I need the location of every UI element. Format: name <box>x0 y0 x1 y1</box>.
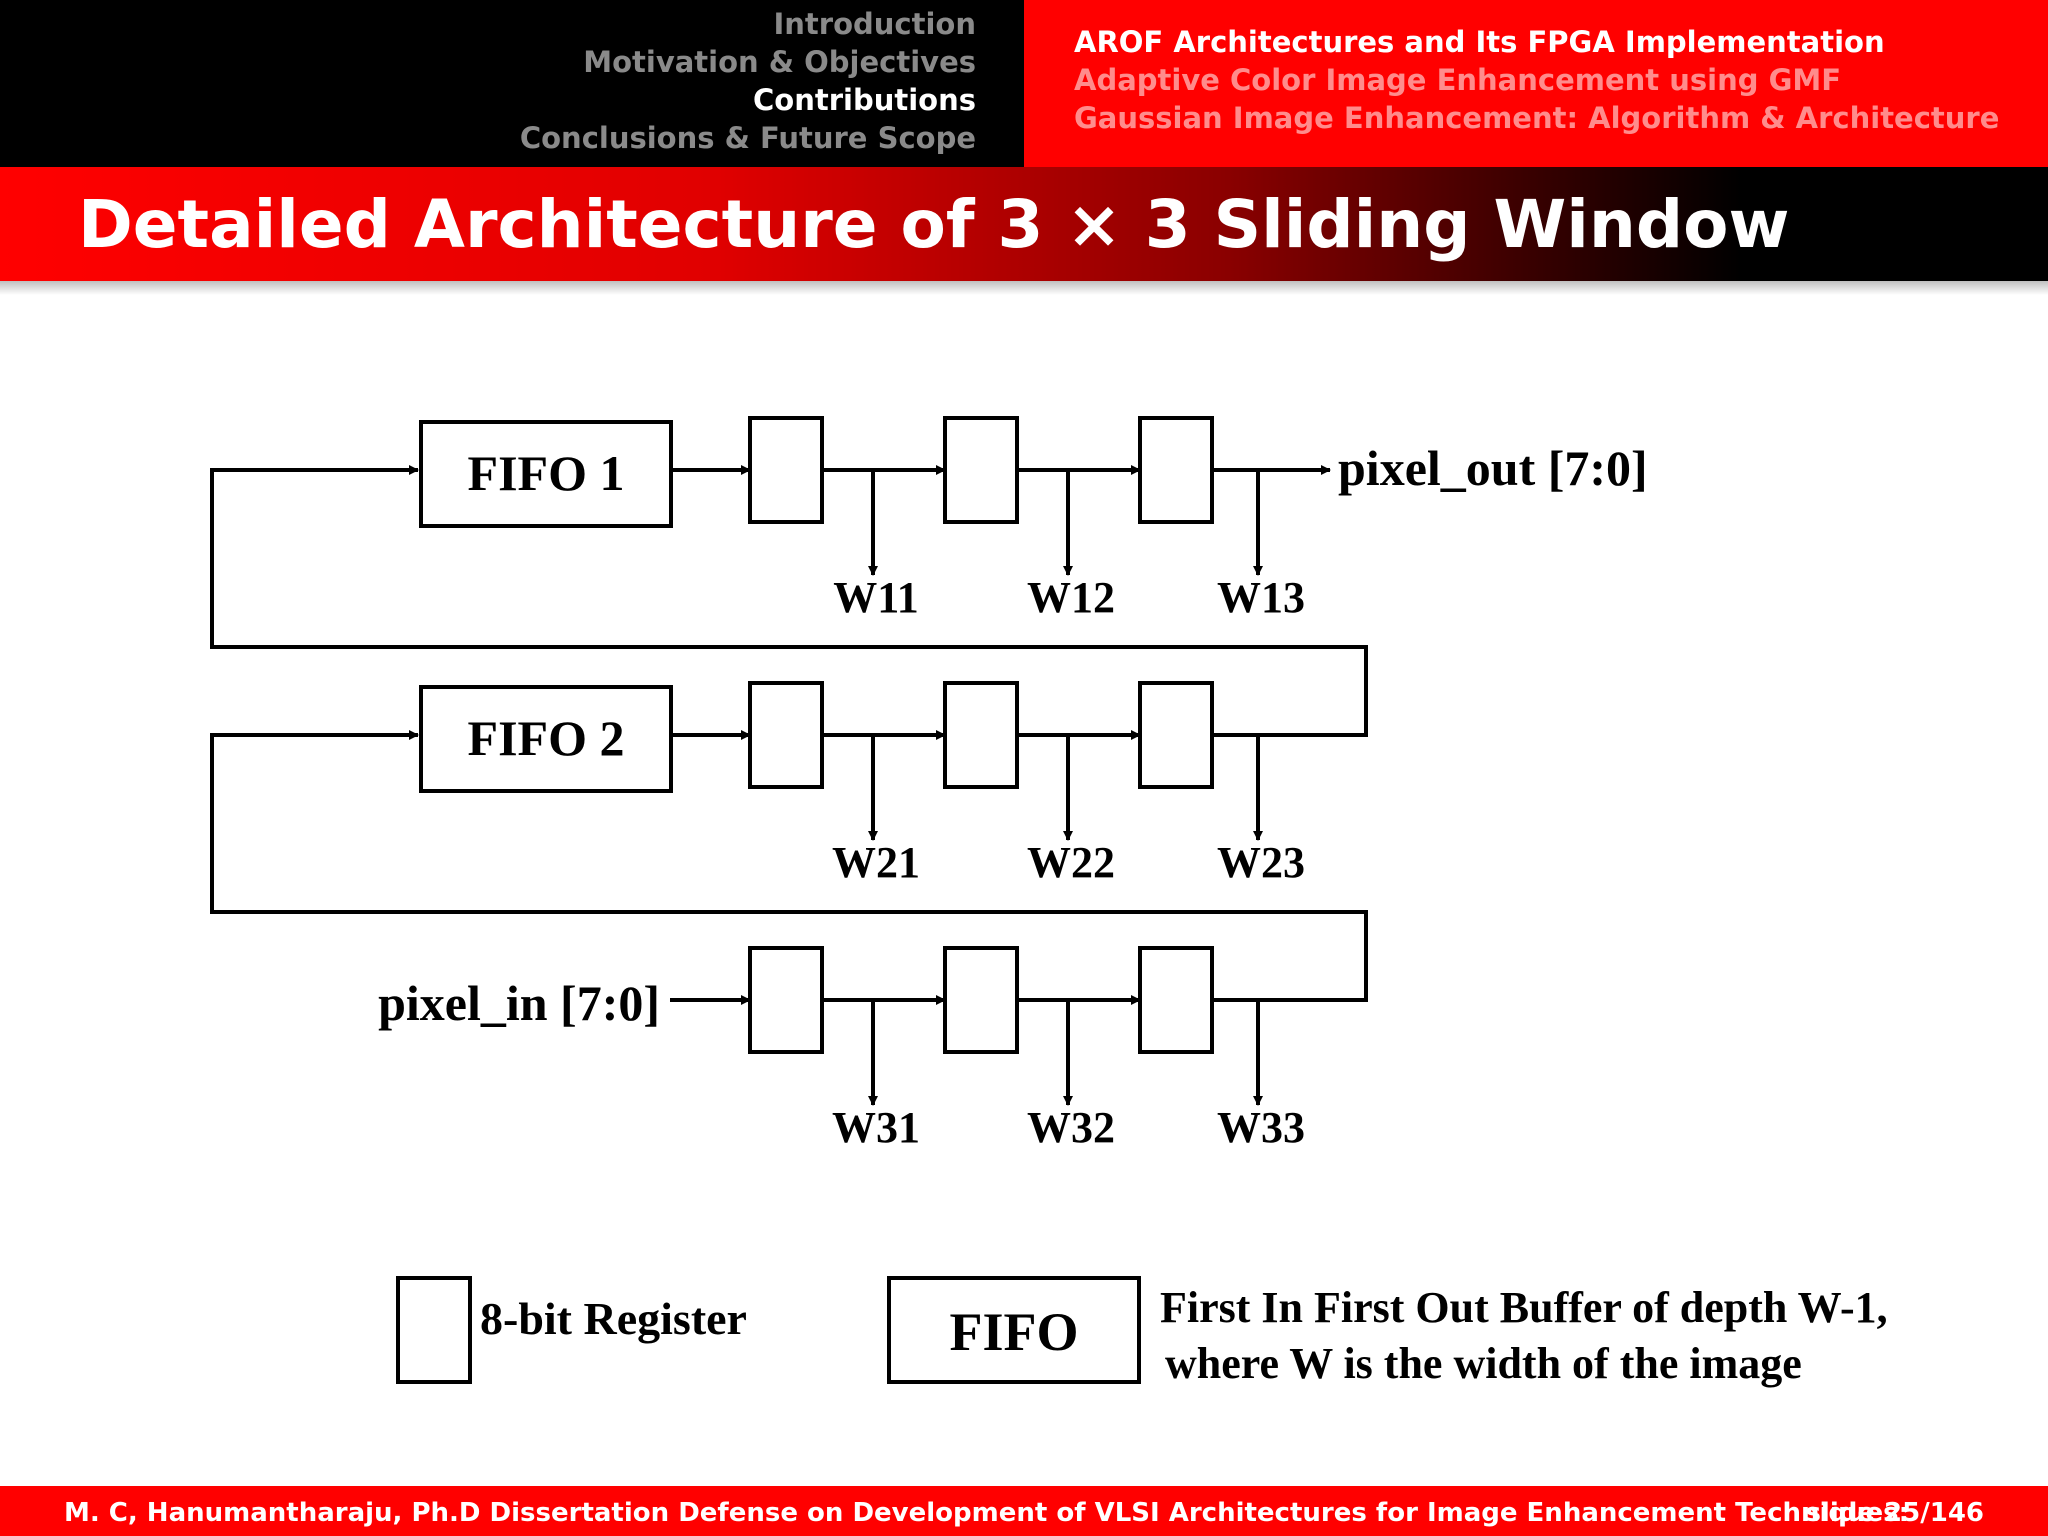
title-shadow <box>0 281 2048 295</box>
fifo-1 <box>419 420 673 528</box>
legend-register-box <box>396 1276 472 1384</box>
register-r1c2 <box>943 416 1019 524</box>
tap-label-w23: W23 <box>1217 838 1305 887</box>
nav-section-motivation[interactable]: Motivation & Objectives <box>583 45 976 79</box>
header-bar: Introduction Motivation & Objectives Con… <box>0 0 2048 167</box>
register-r3c2 <box>943 946 1019 1054</box>
footer-text: M. C, Hanumantharaju, Ph.D Dissertation … <box>64 1498 1910 1528</box>
legend-fifo-box <box>887 1276 1141 1384</box>
tap-label-w13: W13 <box>1217 573 1305 622</box>
pixel-out-label: pixel_out [7:0] <box>1338 440 1648 496</box>
legend-fifo-desc-1: First In First Out Buffer of depth W-1, <box>1160 1283 1888 1332</box>
legend-register-label: 8-bit Register <box>480 1293 747 1344</box>
pixel-in-label: pixel_in [7:0] <box>378 975 660 1031</box>
register-r1c1 <box>748 416 824 524</box>
register-r2c3 <box>1138 681 1214 789</box>
nav-subsection-gaussian[interactable]: Gaussian Image Enhancement: Algorithm & … <box>1074 101 2000 135</box>
nav-section-contributions[interactable]: Contributions <box>753 83 976 117</box>
register-r2c1 <box>748 681 824 789</box>
tap-label-w32: W32 <box>1027 1103 1115 1152</box>
tap-label-w22: W22 <box>1027 838 1115 887</box>
title-bar: Detailed Architecture of 3 × 3 Sliding W… <box>0 167 2048 281</box>
tap-label-w12: W12 <box>1027 573 1115 622</box>
register-r3c1 <box>748 946 824 1054</box>
section-nav: Introduction Motivation & Objectives Con… <box>0 0 1024 167</box>
tap-label-w21: W21 <box>832 838 920 887</box>
subsection-nav: AROF Architectures and Its FPGA Implemen… <box>1024 0 2048 167</box>
slide-number: slide 25/146 <box>1805 1498 1984 1528</box>
nav-section-conclusions[interactable]: Conclusions & Future Scope <box>519 121 976 155</box>
nav-subsection-arof[interactable]: AROF Architectures and Its FPGA Implemen… <box>1074 25 1885 59</box>
nav-subsection-gmf[interactable]: Adaptive Color Image Enhancement using G… <box>1074 63 1842 97</box>
register-r2c2 <box>943 681 1019 789</box>
fifo-1-label: FIFO 1 <box>468 445 625 501</box>
legend-fifo-desc-2: where W is the width of the image <box>1165 1339 1802 1388</box>
nav-section-introduction[interactable]: Introduction <box>773 7 977 41</box>
tap-label-w33: W33 <box>1217 1103 1305 1152</box>
footer-bar: M. C, Hanumantharaju, Ph.D Dissertation … <box>0 1486 2048 1536</box>
register-r3c3 <box>1138 946 1214 1054</box>
wire-feedback-row2 <box>210 465 1368 737</box>
register-r1c3 <box>1138 416 1214 524</box>
legend-fifo-label: FIFO <box>950 1302 1079 1362</box>
tap-label-w31: W31 <box>832 1103 920 1152</box>
fifo-2 <box>419 685 673 793</box>
wire-feedback-row3 <box>210 730 1368 1002</box>
fifo-2-label: FIFO 2 <box>468 710 625 766</box>
tap-label-w11: W11 <box>833 573 919 622</box>
slide-title: Detailed Architecture of 3 × 3 Sliding W… <box>78 186 1790 263</box>
